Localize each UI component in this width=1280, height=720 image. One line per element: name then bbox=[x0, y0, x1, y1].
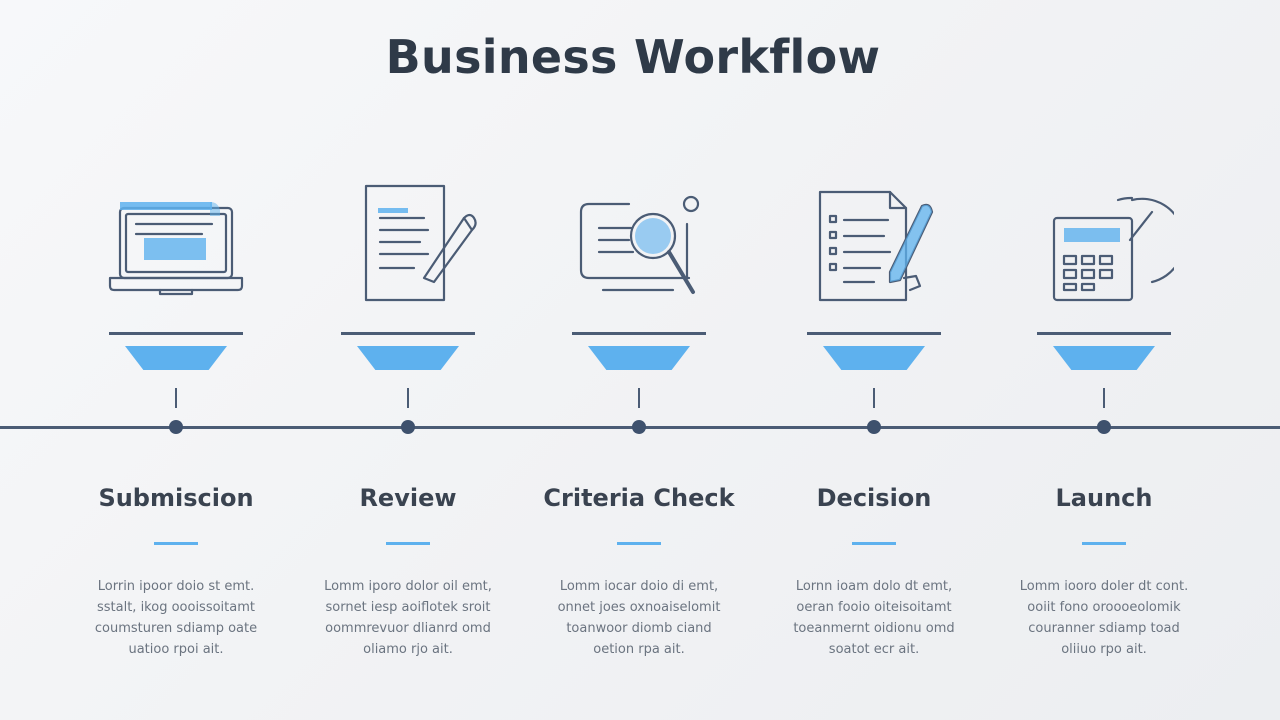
step-description: Lorrin ipoor doio st emt. sstalt, ikog o… bbox=[76, 576, 276, 660]
desc-line: uatioo rpoi ait. bbox=[128, 642, 224, 657]
step-funnel-marker bbox=[823, 346, 925, 370]
step-cap-line bbox=[109, 332, 243, 335]
step-accent-line bbox=[1082, 542, 1126, 545]
laptop-icon bbox=[108, 202, 244, 296]
step-label: Submiscion bbox=[98, 484, 254, 512]
desc-line: Lomm iocar doio di emt, bbox=[559, 579, 719, 594]
step-description: Lomm iocar doio di emt, onnet joes oxnoa… bbox=[539, 576, 739, 660]
desc-line: onnet joes oxnoaiselomit bbox=[557, 600, 721, 615]
timeline-node bbox=[1097, 420, 1111, 434]
step-funnel-marker bbox=[588, 346, 690, 370]
step-funnel-marker bbox=[357, 346, 459, 370]
desc-line: Lornn ioam dolo dt emt, bbox=[795, 579, 953, 594]
step-label: Criteria Check bbox=[543, 484, 735, 512]
desc-line: soatot ecr ait. bbox=[828, 642, 920, 657]
desc-line: toeanmernt oidionu omd bbox=[793, 621, 955, 636]
desc-line: couranner sdiamp toad bbox=[1028, 621, 1180, 636]
document-pen-icon bbox=[364, 184, 477, 302]
page-title: Business Workflow bbox=[385, 30, 881, 84]
step-connector-tick bbox=[873, 388, 875, 408]
step-label: Review bbox=[359, 484, 457, 512]
step-funnel-marker bbox=[1053, 346, 1155, 370]
step-connector-tick bbox=[175, 388, 177, 408]
magnifier-icon bbox=[579, 195, 700, 294]
step-label: Decision bbox=[816, 484, 932, 512]
step-connector-tick bbox=[407, 388, 409, 408]
step-cap-line bbox=[807, 332, 941, 335]
desc-line: oliamo rjo ait. bbox=[363, 642, 453, 657]
timeline-node bbox=[401, 420, 415, 434]
desc-line: toanwoor diomb ciand bbox=[566, 621, 712, 636]
step-cap-line bbox=[341, 332, 475, 335]
step-description: Lornn ioam dolo dt emt, oeran fooio oite… bbox=[774, 576, 974, 660]
desc-line: Lomm iporo dolor oil emt, bbox=[324, 579, 492, 594]
timeline-node bbox=[169, 420, 183, 434]
workflow-step-decision: Decision Lornn ioam dolo dt emt, oeran f… bbox=[754, 0, 994, 720]
desc-line: Lomm iooro doler dt cont. bbox=[1019, 579, 1189, 594]
desc-line: oliiuo rpo ait. bbox=[1061, 642, 1147, 657]
step-funnel-marker bbox=[125, 346, 227, 370]
checklist-pen-icon bbox=[818, 190, 934, 302]
desc-line: sornet iesp aoiflotek sroit bbox=[325, 600, 491, 615]
desc-line: oetion rpa ait. bbox=[593, 642, 685, 657]
step-label: Launch bbox=[1055, 484, 1153, 512]
step-connector-tick bbox=[638, 388, 640, 408]
calculator-icon bbox=[1052, 196, 1174, 302]
desc-line: ooiit fono oroooeolomik bbox=[1027, 600, 1181, 615]
step-accent-line bbox=[852, 542, 896, 545]
step-description: Lomm iporo dolor oil emt, sornet iesp ao… bbox=[308, 576, 508, 660]
workflow-step-launch: Launch Lomm iooro doler dt cont. ooiit f… bbox=[984, 0, 1224, 720]
step-connector-tick bbox=[1103, 388, 1105, 408]
step-cap-line bbox=[1037, 332, 1171, 335]
desc-line: coumsturen sdiamp oate bbox=[94, 621, 258, 636]
timeline-node bbox=[867, 420, 881, 434]
step-accent-line bbox=[386, 542, 430, 545]
workflow-step-criteria-check: Criteria Check Lomm iocar doio di emt, o… bbox=[519, 0, 759, 720]
step-description: Lomm iooro doler dt cont. ooiit fono oro… bbox=[1004, 576, 1204, 660]
workflow-step-review: Review Lomm iporo dolor oil emt, sornet … bbox=[288, 0, 528, 720]
step-cap-line bbox=[572, 332, 706, 335]
desc-line: oommrevuor dlianrd omd bbox=[325, 621, 491, 636]
desc-line: Lorrin ipoor doio st emt. bbox=[97, 579, 255, 594]
workflow-step-submission: Submiscion Lorrin ipoor doio st emt. sst… bbox=[56, 0, 296, 720]
timeline-node bbox=[632, 420, 646, 434]
desc-line: sstalt, ikog oooissoitamt bbox=[96, 600, 255, 615]
desc-line: oeran fooio oiteisoitamt bbox=[796, 600, 952, 615]
step-accent-line bbox=[154, 542, 198, 545]
step-accent-line bbox=[617, 542, 661, 545]
